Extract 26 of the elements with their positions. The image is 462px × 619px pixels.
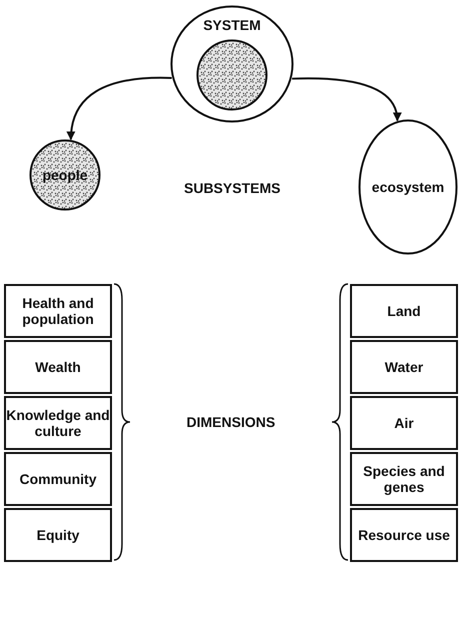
node-label: SYSTEM [202,17,262,34]
dimension-label: Community [20,470,96,488]
dimension-label: Knowledge and culture [6,406,110,440]
dimension-box [350,340,458,394]
dimension-box [350,284,458,338]
dimension-box [4,396,112,450]
dimension-box [4,452,112,506]
dimension-label: Resource use [358,526,450,544]
dimension-box [350,508,458,562]
dimension-label: Air [394,414,414,432]
node-label: ecosystem [372,178,444,196]
dimension-box [4,284,112,338]
dimension-label: Land [387,302,421,320]
dimension-label: Equity [36,526,80,544]
subsystems-label: SUBSYSTEMS [184,180,280,196]
dimension-label: Health and population [21,294,95,328]
dimension-box [4,508,112,562]
dimension-box [350,452,458,506]
dimension-box [350,396,458,450]
dimension-label: Species and genes [362,462,446,496]
dimension-box [4,340,112,394]
curved-arrow [66,76,172,140]
curved-arrow [292,77,401,122]
dimension-label: Wealth [35,358,81,376]
dimension-label: Water [384,358,424,376]
dimensions-label: DIMENSIONS [186,414,276,430]
